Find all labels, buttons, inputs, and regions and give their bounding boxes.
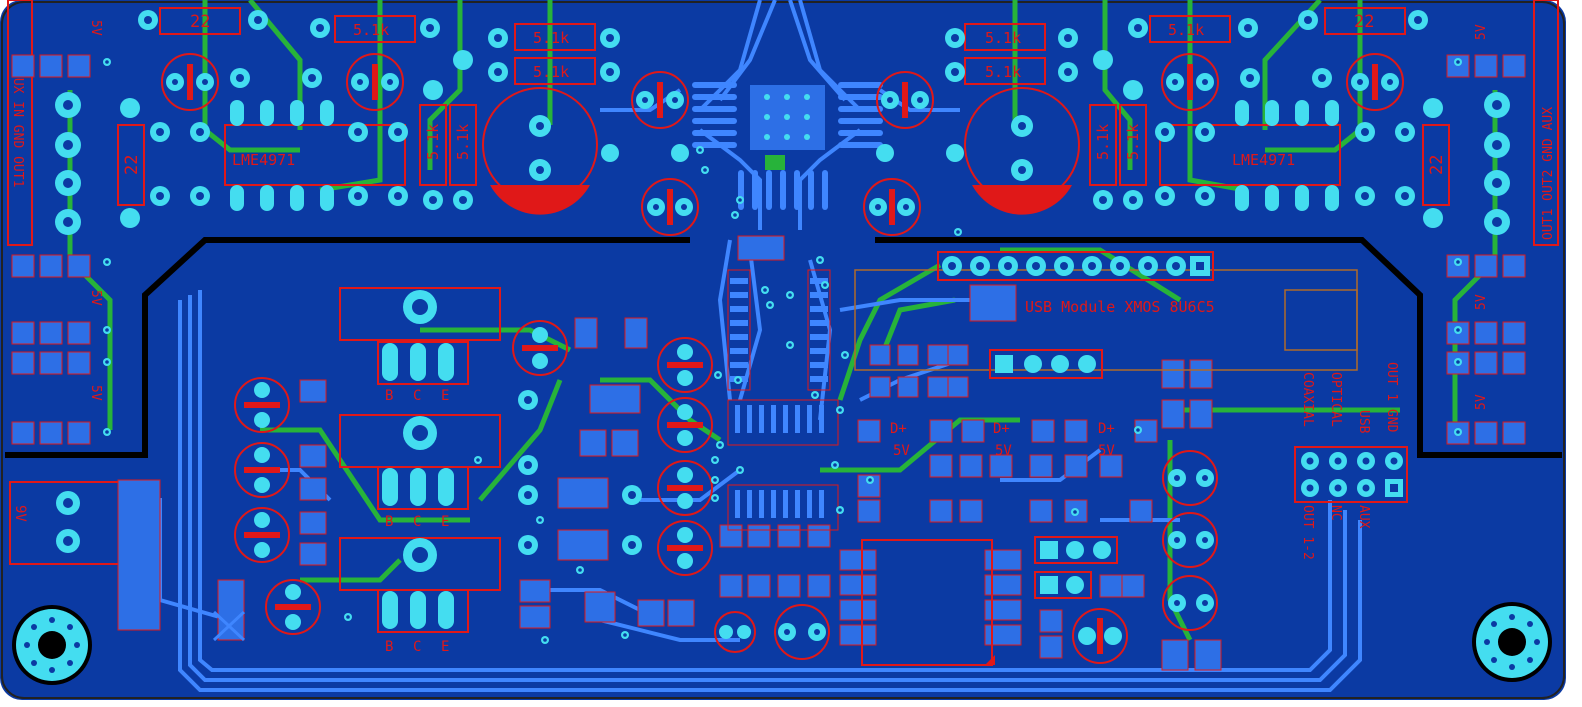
small-caps	[161, 53, 1404, 664]
electrolytic-cap-right	[964, 87, 1080, 215]
r-label: 5.1k	[1094, 124, 1112, 160]
op-amp-right: LME4971	[1159, 100, 1341, 211]
usb-module: USB Module XMOS 8U6C5	[854, 251, 1358, 379]
d-plus-label: D+	[1098, 421, 1115, 437]
input-label-out: OUT 1 GND	[1384, 362, 1399, 433]
right-edge-connector: OUT1 OUT2 GND AUX	[1484, 0, 1559, 246]
r-label: 5.1k	[1124, 124, 1142, 160]
selector-label-out: OUT 1-2	[1300, 505, 1315, 560]
small-cap-pads	[166, 64, 1399, 654]
r-label-22: 22	[1427, 155, 1447, 175]
r-label: 5.1k	[985, 63, 1021, 81]
d-plus-label: D+	[993, 421, 1010, 437]
smd-pads-edges	[11, 54, 1526, 445]
smd-components-center	[117, 317, 1222, 671]
v9-label: 9V	[12, 505, 28, 522]
v5-label: 5V	[1098, 443, 1115, 459]
op-amp-left: LME4971	[224, 100, 406, 211]
through-hole-pads	[120, 10, 1443, 555]
regulator-outline	[861, 539, 993, 666]
r-label-22: 22	[122, 155, 142, 175]
pin-label-b: B	[385, 639, 393, 655]
r-label-22: 22	[1354, 12, 1374, 32]
marker	[985, 655, 995, 665]
pin-label-c: C	[413, 639, 421, 655]
selector-label-aux: AUX	[1356, 505, 1371, 529]
pin-label-e: E	[441, 639, 449, 655]
electrolytic-cap-left	[482, 87, 598, 215]
pin-label-e: E	[441, 514, 449, 530]
pin-label-b: B	[385, 514, 393, 530]
input-label-optical: OPTICAL	[1328, 372, 1343, 427]
mounting-hole-right	[1472, 602, 1552, 682]
r-label: 5.1k	[533, 63, 569, 81]
r-label-22: 22	[190, 12, 210, 32]
input-selector-header	[1294, 446, 1408, 503]
r-label: 5.1k	[454, 124, 472, 160]
v5-label: 5V	[1474, 394, 1489, 410]
v5-label: 5V	[1474, 24, 1489, 40]
v5-label: 5V	[88, 385, 103, 401]
ic-center-top	[692, 82, 883, 210]
header-small	[1034, 536, 1118, 599]
x-marker	[212, 610, 246, 642]
pin-label-b: B	[385, 388, 393, 404]
r-label: 5.1k	[424, 124, 442, 160]
selector-label-nc: NC	[1328, 505, 1343, 521]
usb-module-label: USB Module XMOS 8U6C5	[1025, 298, 1215, 316]
input-label-coaxial: COAXIAL	[1300, 372, 1315, 427]
aux-right-label: OUT1 OUT2 GND AUX	[1541, 107, 1556, 240]
op-amp-label: LME4971	[1232, 151, 1295, 169]
transistor-2	[339, 414, 501, 510]
transistor-1	[339, 287, 501, 385]
input-label-usb: USB	[1356, 410, 1371, 434]
r-label: 5.1k	[1168, 21, 1204, 39]
pin-label-e: E	[441, 388, 449, 404]
plane-cutout-outline-right	[875, 237, 1562, 458]
pin-label-c: C	[413, 388, 421, 404]
r-label: 5.1k	[533, 29, 569, 47]
pin-label-c: C	[413, 514, 421, 530]
bottom-bus-traces	[178, 290, 1362, 692]
board-edge	[1, 1, 1565, 699]
plane-cutout-outline	[5, 237, 690, 458]
v5-label: 5V	[88, 290, 103, 306]
r-label: 5.1k	[985, 29, 1021, 47]
resistors-5-1k	[334, 15, 1231, 186]
op-amp-label: LME4971	[232, 151, 295, 169]
resistors-22	[117, 7, 1450, 206]
v5-label: 5V	[995, 443, 1012, 459]
transistor-3	[339, 537, 501, 633]
v5-label: 5V	[1474, 294, 1489, 310]
left-edge-connector: AUX IN GND OUT1	[7, 0, 81, 246]
d-plus-label: D+	[890, 421, 907, 437]
mounting-hole-left	[12, 605, 92, 685]
v5-label: 5V	[893, 443, 910, 459]
aux-left-label: AUX IN GND OUT1	[10, 70, 25, 187]
v5-label: 5V	[88, 20, 103, 36]
r-label: 5.1k	[353, 21, 389, 39]
